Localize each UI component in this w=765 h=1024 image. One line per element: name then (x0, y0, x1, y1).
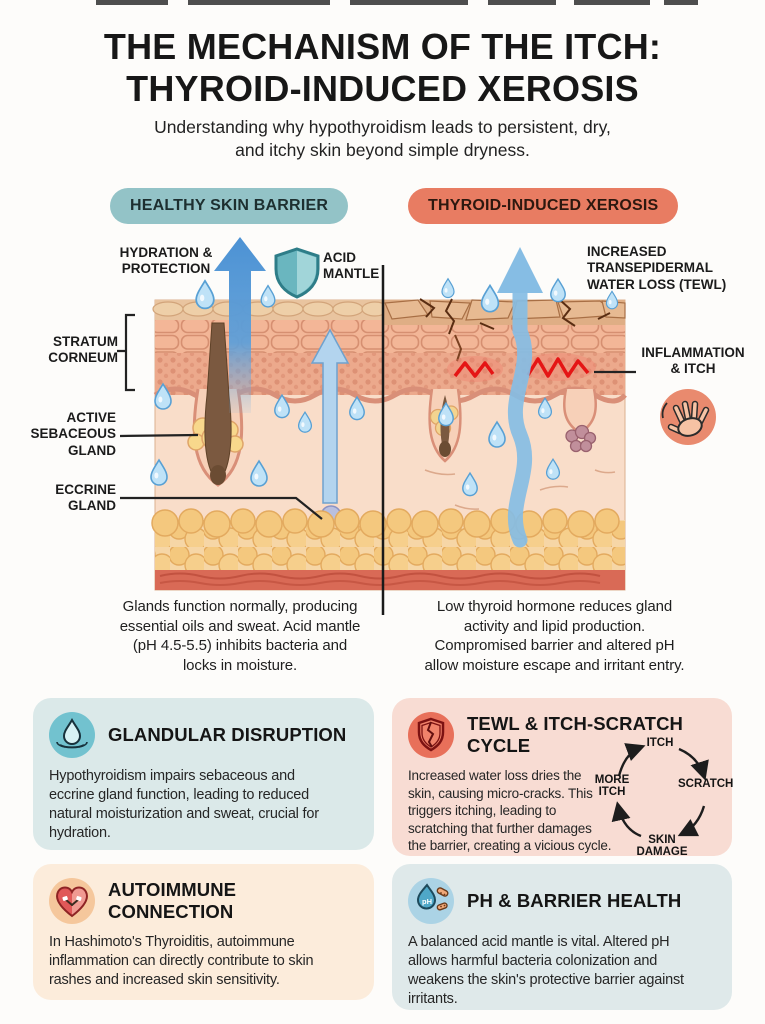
skin-cross-section-illustration (117, 237, 716, 615)
shield-icon (274, 247, 320, 299)
inflammation-itch-label: INFLAMMATION & ITCH (641, 345, 745, 377)
stratum-corneum-label: STRATUM CORNEUM (48, 334, 118, 366)
top-strip-segment (488, 0, 556, 5)
xerosis-badge: THYROID-INDUCED XEROSIS (408, 188, 679, 224)
card-title: PH & BARRIER HEALTH (467, 890, 682, 911)
top-strip-segment (574, 0, 650, 5)
card-body: In Hashimoto's Thyroiditis, autoimmune i… (49, 934, 314, 988)
cycle-scratch-label: SCRATCH (678, 778, 734, 790)
heart-handshake-icon (49, 878, 95, 924)
card-title: GLANDULAR DISRUPTION (108, 724, 347, 745)
card-title: AUTOIMMUNE CONNECTION (108, 879, 237, 922)
eccrine-leader-line (120, 496, 323, 520)
page-subtitle: Understanding why hypothyroidism leads t… (154, 117, 611, 160)
tewl-label: INCREASED TRANSEPIDERMAL WATER LOSS (TEW… (587, 244, 727, 292)
inflammation-zigzag-icon (447, 353, 596, 382)
xerosis-caption: Low thyroid hormone reduces gland activi… (424, 598, 685, 674)
stratum-corneum-bracket (117, 313, 135, 392)
dermis-cracks (424, 469, 616, 510)
card-glandular-disruption: GLANDULAR DISRUPTION Hypothyroidism impa… (33, 698, 374, 850)
page-title: THE MECHANISM OF THE ITCH: THYROID-INDUC… (103, 26, 662, 110)
fat-layer (151, 508, 625, 570)
sebaceous-gland-label: ACTIVE SEBACEOUS GLAND (30, 410, 116, 458)
droplet-ripple-icon (49, 712, 95, 758)
hydration-protection-label: HYDRATION & PROTECTION (119, 245, 213, 277)
card-body: Increased water loss dries the skin, cau… (408, 768, 612, 854)
eccrine-gland-label: ECCRINE GLAND (55, 482, 116, 514)
card-ph-barrier-health: pH PH & BARRIER HEALTH A balanced acid m… (392, 864, 732, 1010)
card-autoimmune-connection: AUTOIMMUNE CONNECTION In Hashimoto's Thy… (33, 864, 374, 1000)
cycle-itch-label: ITCH (646, 737, 674, 749)
acid-mantle-label: ACID MANTLE (323, 250, 380, 282)
cycle-arrows (611, 743, 709, 838)
card-body: Hypothyroidism impairs sebaceous and ecc… (49, 768, 319, 841)
card-body: A balanced acid mantle is vital. Altered… (408, 934, 684, 1007)
card-title: TEWL & ITCH-SCRATCH CYCLE (467, 713, 683, 756)
itch-scratch-cycle-diagram: ITCH SCRATCH SKIN DAMAGE MORE ITCH (594, 737, 734, 859)
cracked-surface (384, 298, 626, 362)
hydration-arrow (214, 237, 266, 413)
top-strip-segment (96, 0, 168, 5)
top-strip-segment (664, 0, 698, 5)
healthy-skin-caption: Glands function normally, producing esse… (119, 598, 361, 674)
muscle-layer (155, 570, 625, 590)
sweat-duct-arrow (310, 328, 350, 504)
ph-droplet-bacteria-icon: pH (408, 878, 454, 924)
cycle-more-itch-label: MORE ITCH (594, 774, 630, 799)
cycle-skin-damage-label: SKIN DAMAGE (636, 834, 688, 859)
healthy-skin-badge: HEALTHY SKIN BARRIER (110, 188, 349, 224)
cracked-shield-icon (408, 712, 454, 758)
top-strip-segment (188, 0, 330, 5)
card-tewl-itch-scratch: TEWL & ITCH-SCRATCH CYCLE Increased wate… (392, 698, 734, 859)
svg-text:pH: pH (422, 897, 432, 906)
water-loss-arrow (497, 247, 543, 548)
scratching-hand-icon (660, 389, 716, 445)
sebaceous-leader-line (119, 433, 199, 438)
shrunken-eccrine-gland (563, 388, 597, 453)
top-strip-segment (350, 0, 468, 5)
